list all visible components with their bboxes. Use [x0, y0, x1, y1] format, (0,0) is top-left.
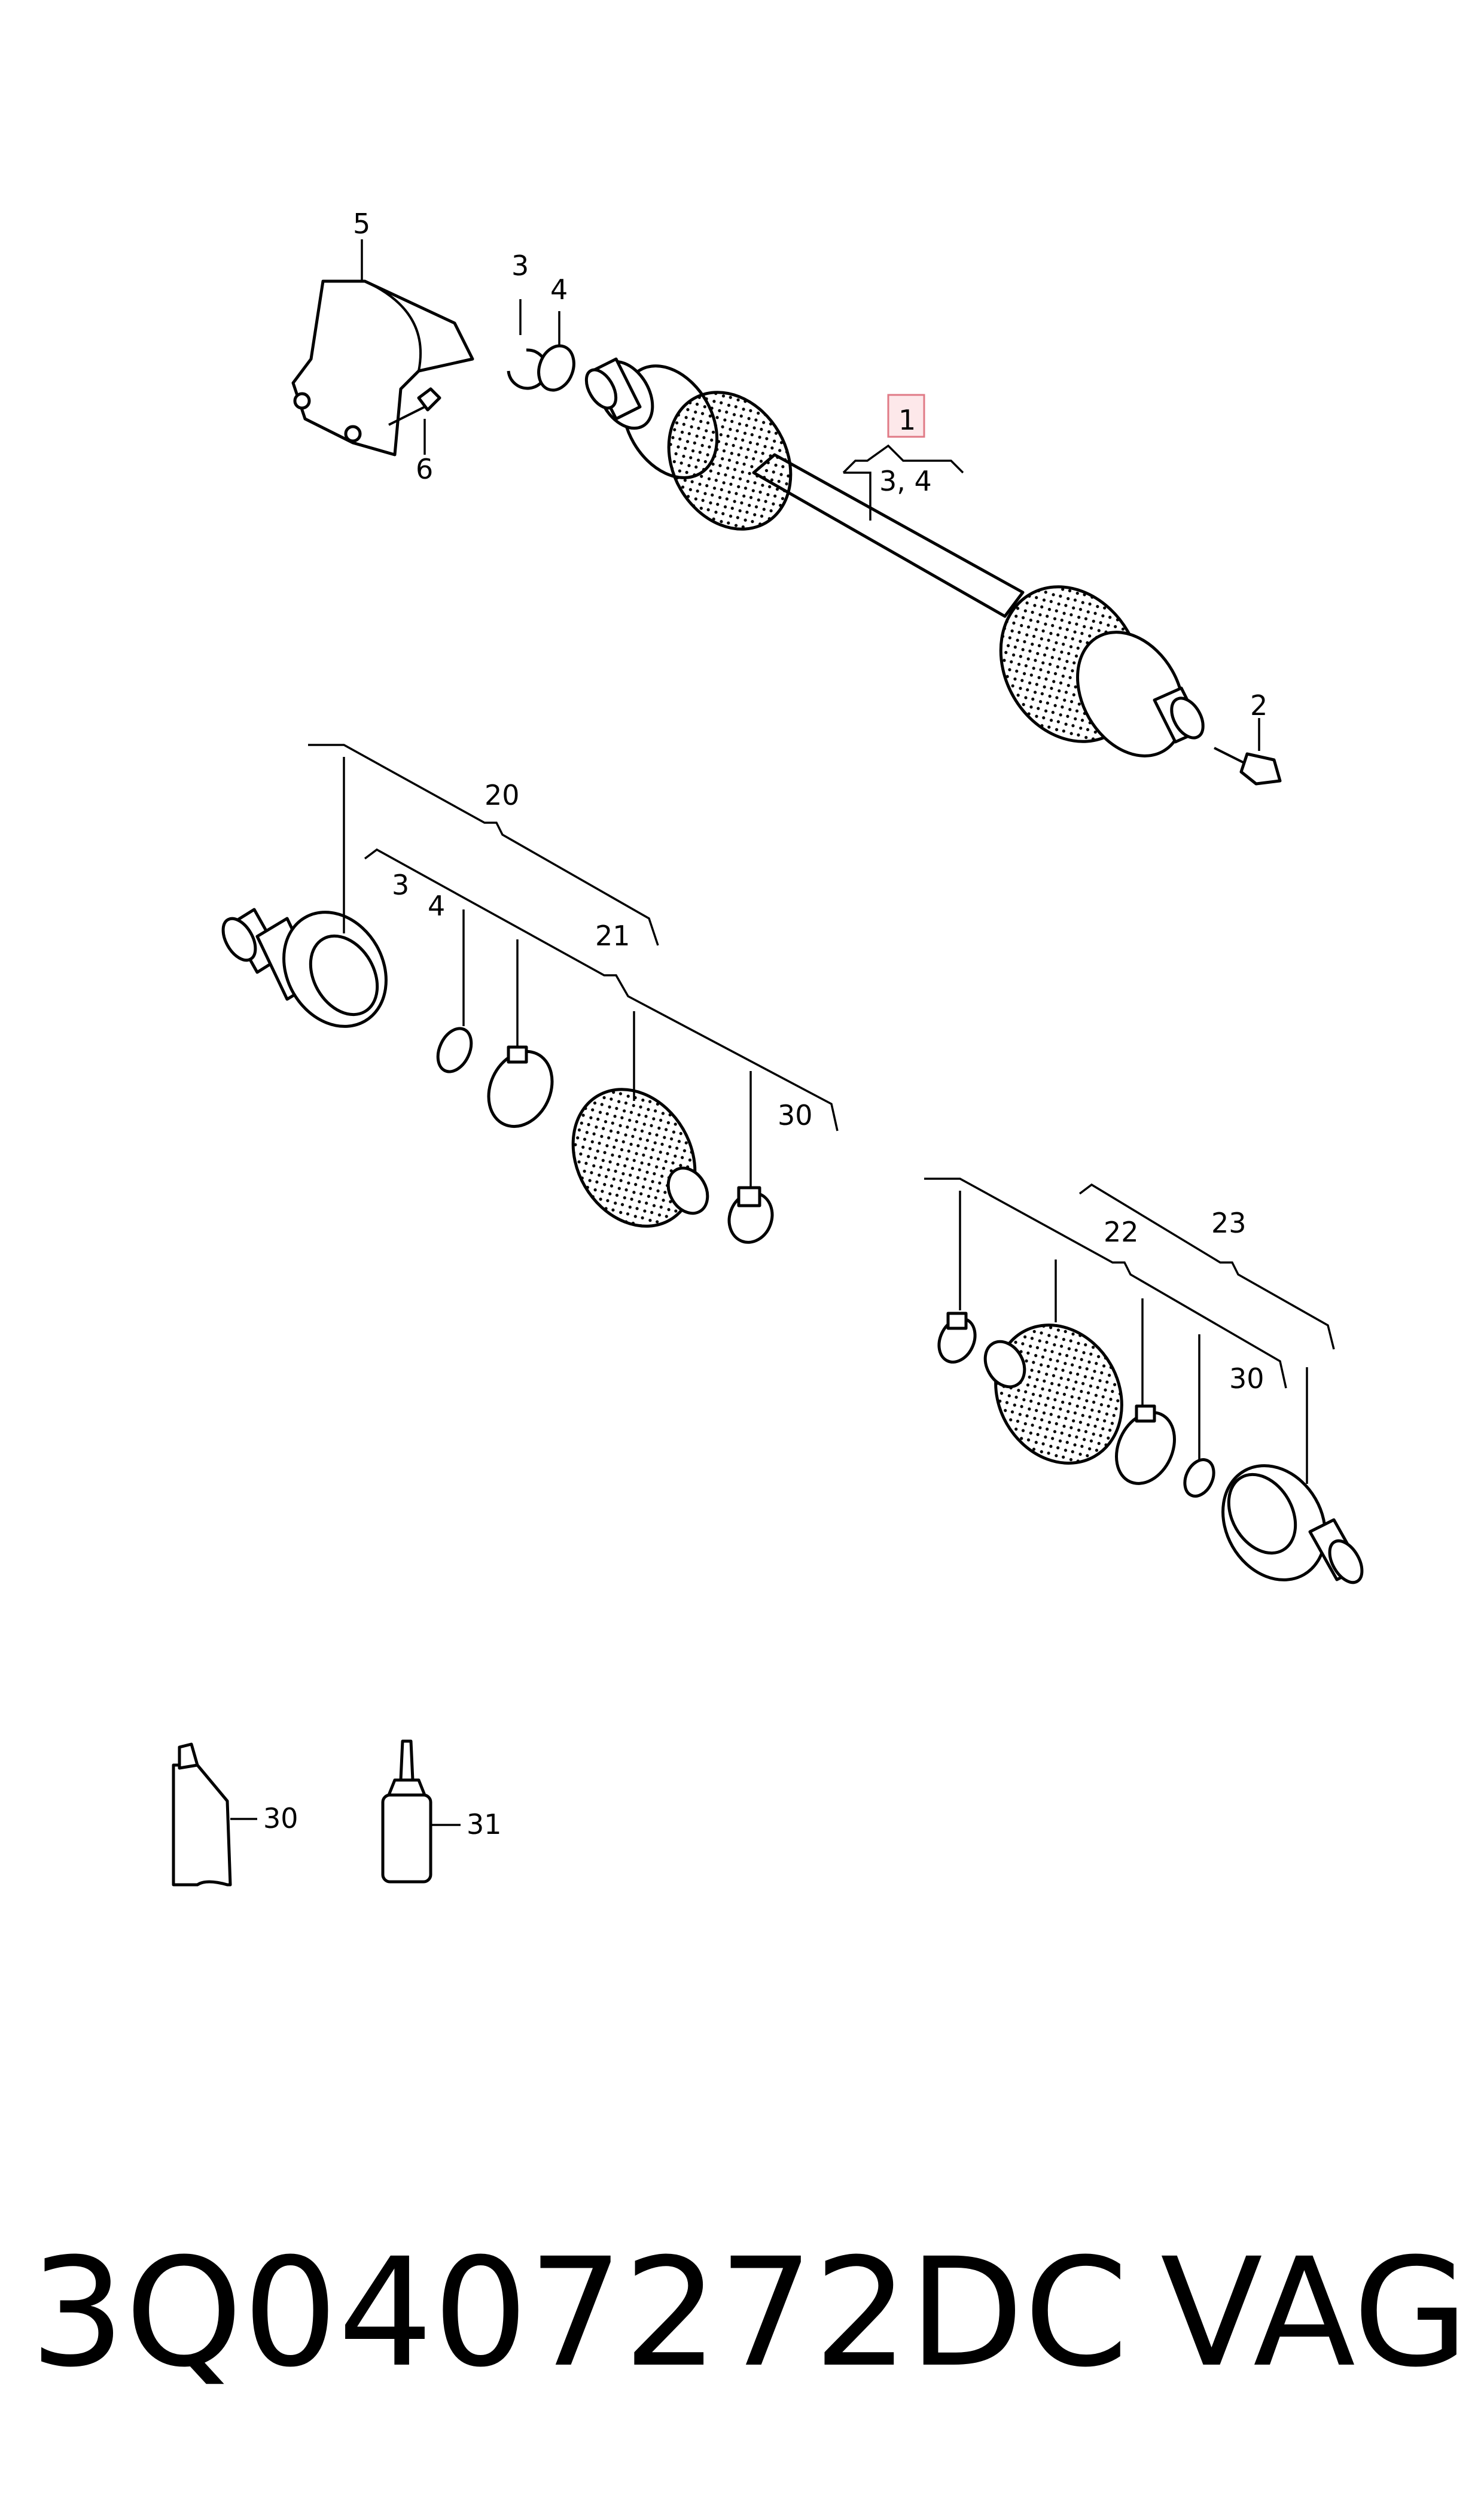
label-3-top: 3	[511, 250, 529, 282]
footer: 3Q0407272DC VAG	[30, 2226, 1469, 2417]
leader-lines-right	[924, 1178, 1335, 1484]
boot-clamp-middle[interactable]	[723, 1186, 779, 1249]
o-ring-middle[interactable]	[477, 1041, 564, 1137]
circlip-middle[interactable]	[431, 1023, 477, 1077]
label-22: 22	[1104, 1216, 1139, 1248]
label-4-top: 4	[550, 273, 568, 306]
brand: VAG	[1160, 2226, 1469, 2400]
label-3-middle: 3	[392, 869, 409, 901]
label-5: 5	[353, 208, 370, 240]
label-1: 1	[898, 404, 916, 436]
inner-joint-kit[interactable]	[217, 893, 406, 1045]
label-2: 2	[1250, 689, 1267, 722]
sealant-bottle-icon[interactable]	[381, 1739, 461, 1884]
callout-labels: 1 3, 4 5 3 4 6 2 20 3 4 21 30 22 23 30 3…	[263, 208, 1267, 1840]
label-4-middle: 4	[428, 890, 445, 922]
bracket-bolt[interactable]	[388, 387, 441, 426]
outer-boot-kit[interactable]	[971, 1302, 1146, 1486]
drive-shaft-assembly[interactable]	[580, 349, 1209, 775]
label-31: 31	[467, 1808, 502, 1840]
label-30-middle: 30	[778, 1099, 813, 1131]
leader-lines-top	[361, 239, 1260, 751]
label-30-bottom: 30	[263, 1802, 298, 1835]
label-21: 21	[595, 920, 630, 952]
shaft-bolt[interactable]	[1214, 747, 1282, 786]
bearing-bracket[interactable]	[291, 279, 474, 457]
label-23: 23	[1211, 1207, 1247, 1239]
highlight-part-1[interactable]	[887, 394, 925, 438]
label-3-4: 3, 4	[879, 465, 932, 497]
grease-tube-icon[interactable]	[172, 1742, 257, 1887]
label-6: 6	[416, 453, 433, 485]
circlip-right[interactable]	[1180, 1455, 1220, 1501]
label-20: 20	[484, 779, 520, 811]
outer-joint-kit[interactable]	[1203, 1447, 1369, 1598]
o-ring-right[interactable]	[1105, 1403, 1186, 1493]
label-30-right: 30	[1229, 1362, 1264, 1395]
o-ring-top[interactable]	[533, 341, 580, 396]
boot-clamp-right[interactable]	[933, 1312, 982, 1368]
inner-boot-kit[interactable]	[549, 1067, 720, 1249]
leader-lines-middle	[308, 744, 839, 1188]
inner-boot	[667, 391, 793, 531]
part-number: 3Q0407272DC	[30, 2226, 1129, 2400]
